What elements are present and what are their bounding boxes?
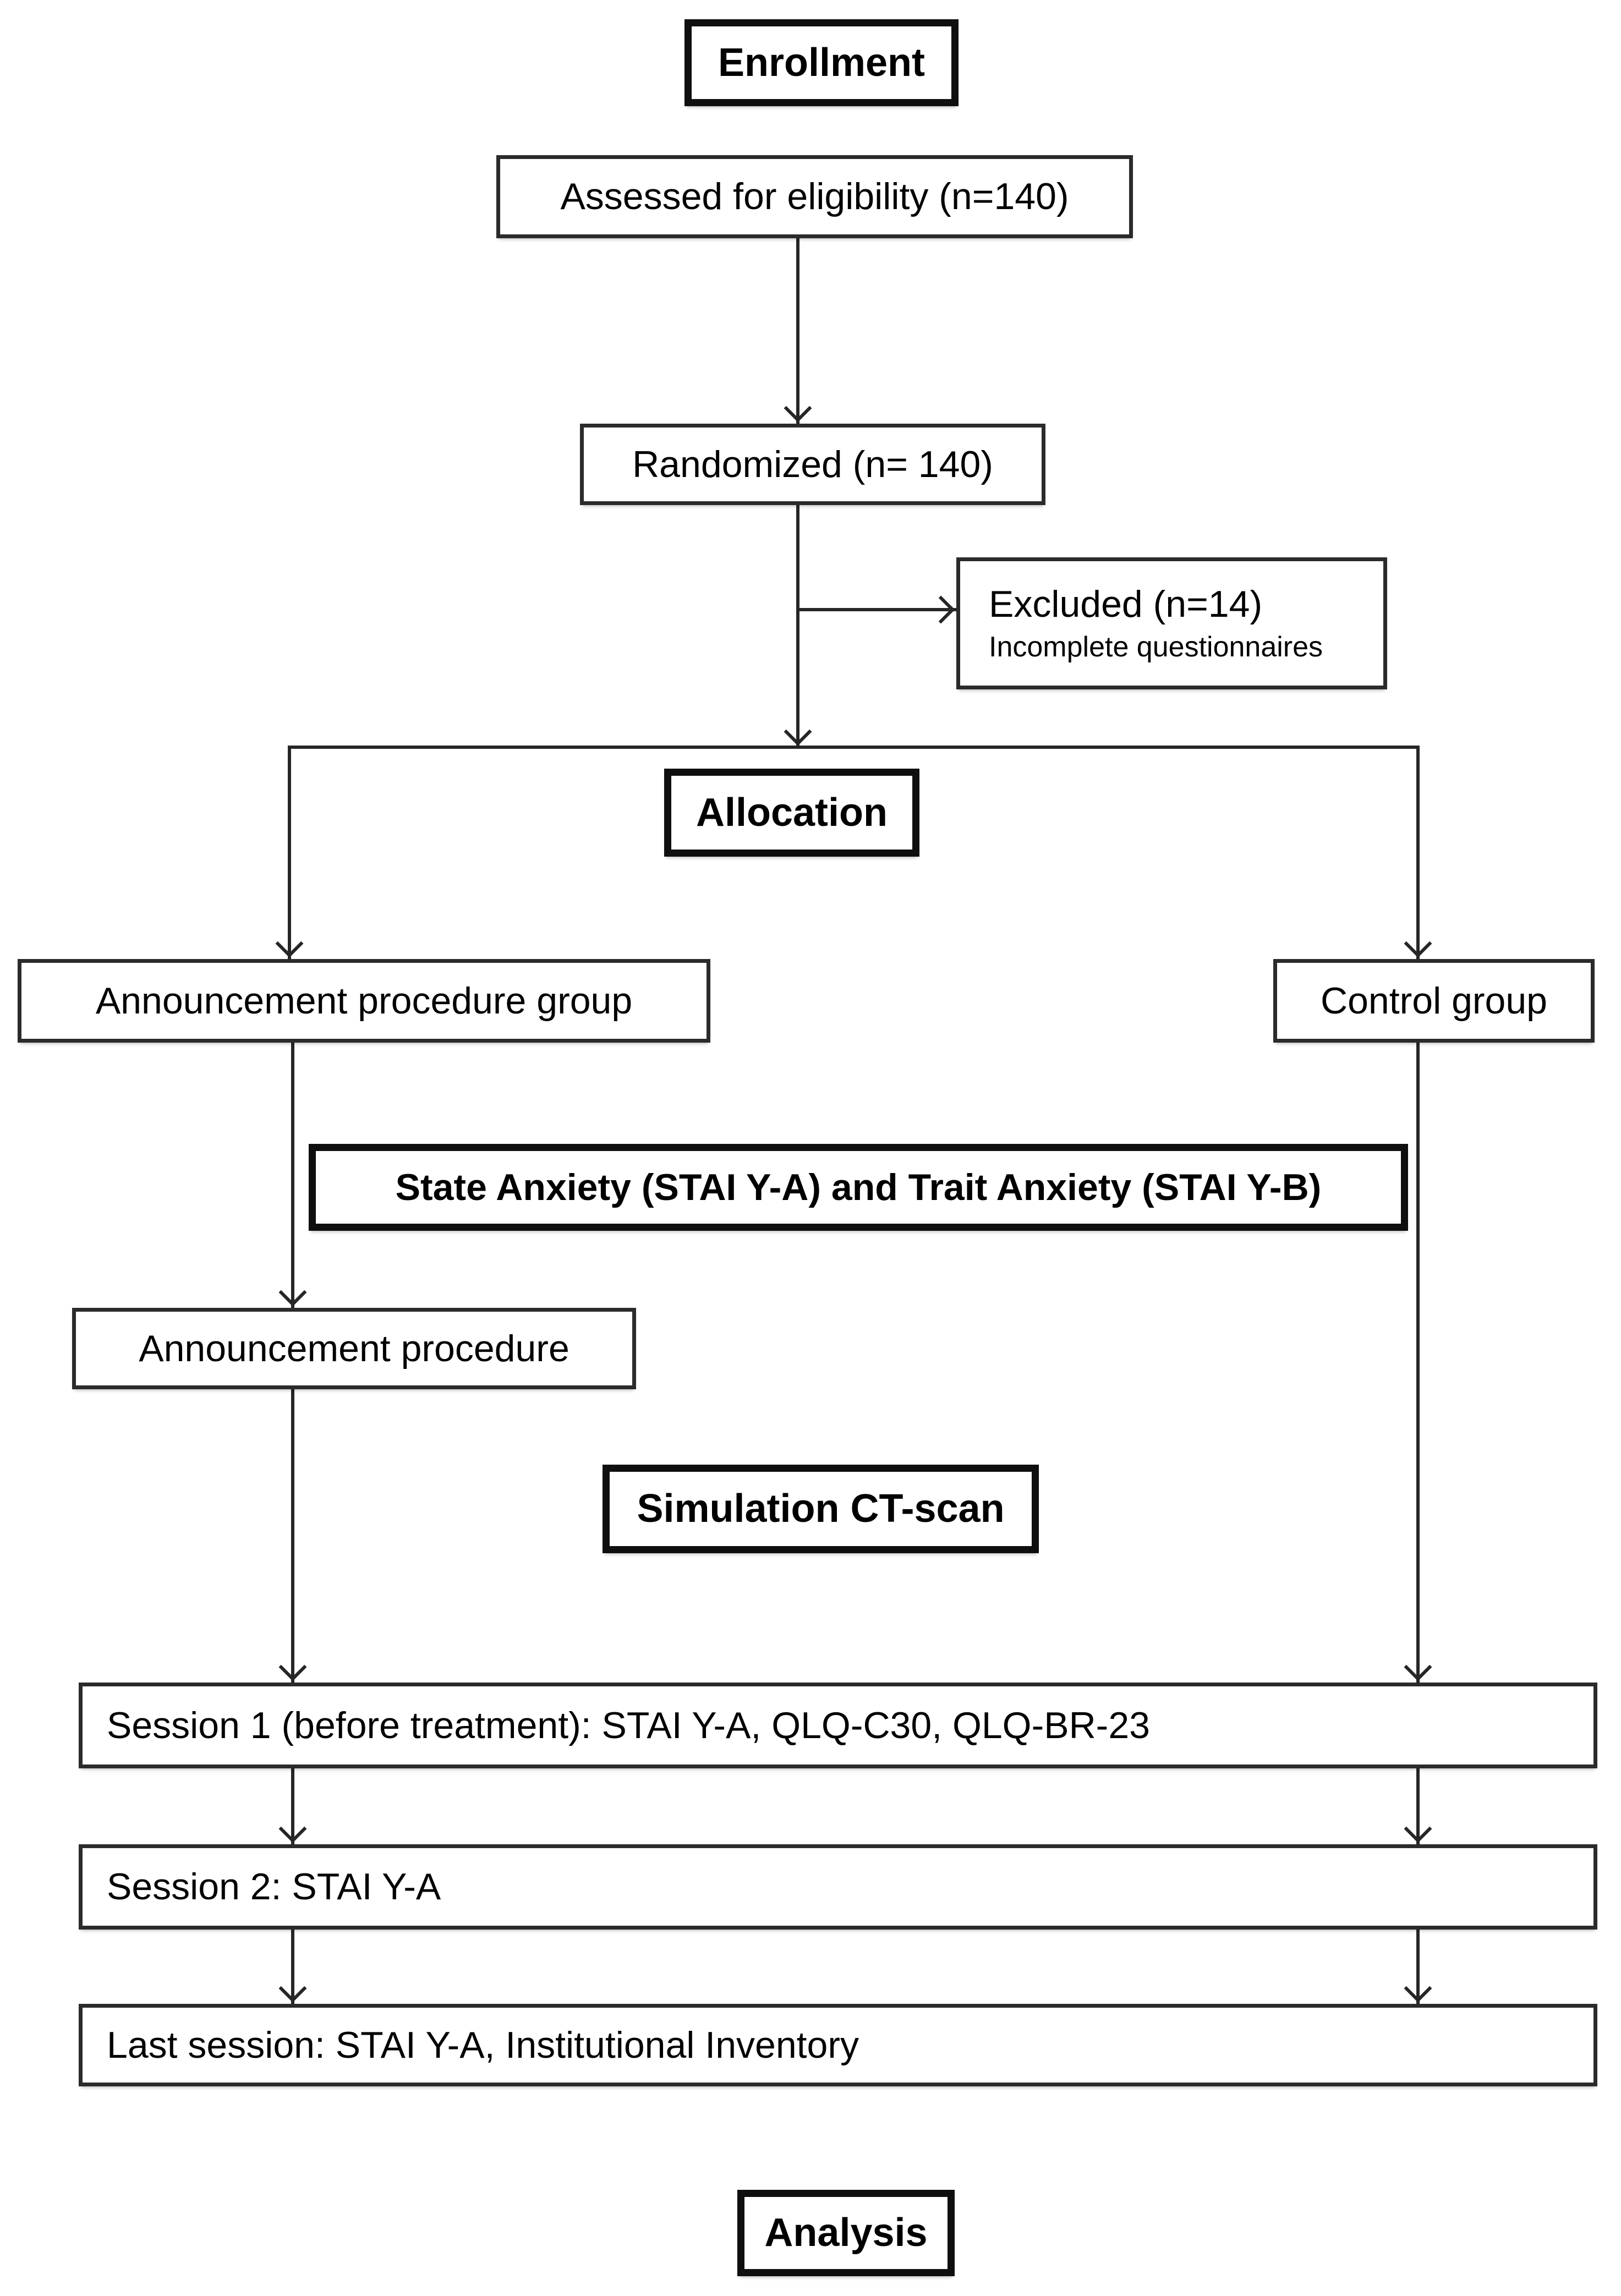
arrowhead-down-icon [1404, 929, 1432, 958]
connector-session2-last-right [1416, 1930, 1420, 2004]
node-randomized: Randomized (n= 140) [580, 424, 1045, 505]
node-last-session: Last session: STAI Y-A, Institutional In… [79, 2004, 1597, 2086]
connector-announcement-procedure-session1 [291, 1386, 294, 1683]
arrowhead-down-icon [1404, 1815, 1432, 1843]
connector-session1-session2-left [291, 1768, 294, 1844]
arrowhead-down-icon [278, 1278, 307, 1307]
node-announcement-group: Announcement procedure group [18, 959, 710, 1043]
node-excluded: Excluded (n=14) Incomplete questionnaire… [956, 557, 1387, 689]
connector-group-announcement-procedure [291, 1039, 294, 1308]
connector-session1-session2-right [1416, 1768, 1420, 1844]
arrowhead-down-icon [1404, 1653, 1432, 1681]
excluded-sublabel: Incomplete questionnaires [989, 631, 1323, 664]
arrowhead-down-icon [275, 929, 304, 958]
node-announcement-procedure: Announcement procedure [72, 1308, 636, 1389]
connector-randomized-split [796, 505, 799, 747]
node-session2: Session 2: STAI Y-A [79, 1844, 1597, 1930]
connector-assessed-randomized [796, 238, 799, 424]
arrowhead-down-icon [784, 717, 812, 746]
connector-control-session1 [1416, 1039, 1420, 1683]
node-simulation-ct-scan: Simulation CT-scan [603, 1465, 1039, 1553]
connector-session2-last-left [291, 1930, 294, 2004]
node-analysis: Analysis [737, 2190, 955, 2276]
arrowhead-right-icon [927, 595, 955, 624]
excluded-label: Excluded (n=14) [989, 583, 1263, 625]
connector-split-announcement-group [288, 746, 291, 959]
arrowhead-down-icon [278, 1653, 307, 1681]
arrowhead-down-icon [278, 1974, 307, 2003]
node-assessed: Assessed for eligibility (n=140) [496, 155, 1133, 238]
node-enrollment: Enrollment [684, 19, 959, 106]
node-anxiety-measures: State Anxiety (STAI Y-A) and Trait Anxie… [309, 1144, 1408, 1231]
arrowhead-down-icon [278, 1815, 307, 1843]
connector-branch-excluded [798, 608, 956, 611]
arrowhead-down-icon [1404, 1974, 1432, 2003]
arrowhead-down-icon [784, 394, 812, 423]
connector-allocation-split-bar [288, 746, 1420, 749]
node-allocation: Allocation [664, 769, 919, 857]
node-session1: Session 1 (before treatment): STAI Y-A, … [79, 1683, 1597, 1768]
node-control-group: Control group [1273, 959, 1595, 1043]
connector-split-control-group [1416, 746, 1420, 959]
